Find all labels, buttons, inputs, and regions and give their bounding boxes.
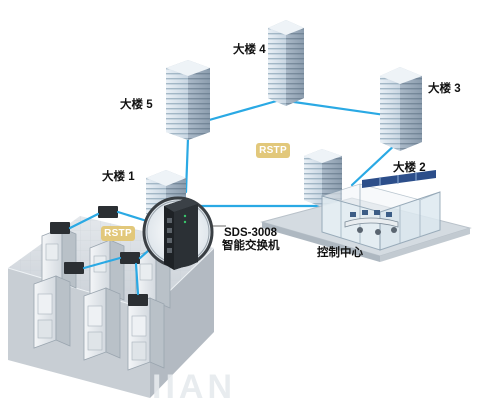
watermark: IIAN: [152, 368, 236, 406]
rstp-badge-local: RSTP: [101, 226, 135, 241]
switch-unit: [50, 222, 70, 234]
label-building-2: 大楼 2: [393, 162, 426, 174]
label-building-3: 大楼 3: [428, 83, 461, 95]
building-3: [380, 67, 422, 151]
rstp-badge-center: RSTP: [256, 143, 290, 158]
switch-unit: [120, 252, 140, 264]
link-b5-b1: [184, 136, 190, 194]
label-building-5: 大楼 5: [120, 99, 153, 111]
local-switches: [50, 206, 148, 306]
building-5: [166, 60, 210, 140]
link-b3-b2: [350, 140, 400, 187]
cabinet: [83, 287, 121, 361]
cabinet: [127, 297, 165, 371]
label-building-1: 大楼 1: [102, 171, 135, 183]
link-b4-b3: [278, 98, 394, 118]
switch-unit: [128, 294, 148, 306]
label-device-model: SDS-3008: [224, 227, 278, 239]
switch-unit: [98, 206, 118, 218]
label-device-name: 智能交换机: [222, 240, 280, 252]
control-center-room: [260, 170, 472, 262]
cabinet: [33, 275, 71, 349]
sds-3008-switch: [164, 198, 198, 270]
label-control-center: 控制中心: [317, 247, 363, 259]
building-4: [268, 20, 304, 106]
magnifier-lens: [142, 196, 214, 270]
switch-unit: [64, 262, 84, 274]
label-building-4: 大楼 4: [233, 44, 266, 56]
cabinet: [89, 239, 125, 303]
